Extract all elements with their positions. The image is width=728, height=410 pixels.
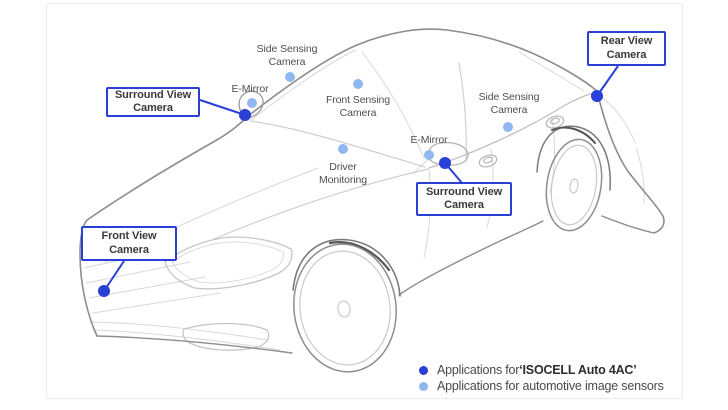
rear-wheel-arch bbox=[536, 125, 611, 191]
rear-arch-shadow bbox=[551, 126, 596, 144]
label-side-sensing-camera-right: Side Sensing Camera bbox=[478, 91, 540, 116]
label-e-mirror-right: E-Mirror bbox=[410, 134, 448, 146]
diagram-panel bbox=[46, 3, 683, 399]
legend: Applications for ‘ISOCELL Auto 4AC’ Appl… bbox=[419, 362, 664, 394]
label-e-mirror-left: E-Mirror bbox=[231, 83, 269, 95]
front-wheel bbox=[293, 243, 397, 373]
legend-text-prefix: Applications for bbox=[437, 363, 520, 377]
rear-wheel bbox=[545, 138, 603, 232]
left-side-mirror bbox=[238, 90, 264, 119]
callout-front-view-camera: Front View Camera bbox=[81, 226, 177, 261]
dot-side-sensing-right bbox=[503, 122, 513, 132]
front-arch-shadow bbox=[328, 241, 391, 272]
leader-lines bbox=[103, 65, 619, 292]
leader-rear-view bbox=[596, 65, 619, 97]
legend-dot-image-sensors-icon bbox=[419, 381, 428, 391]
dot-surround-view-right bbox=[439, 157, 451, 169]
dot-front-view bbox=[98, 285, 110, 297]
label-front-sensing-camera: Front Sensing Camera bbox=[325, 94, 391, 119]
dot-rear-view bbox=[591, 90, 603, 102]
legend-item-auto4ac: Applications for ‘ISOCELL Auto 4AC’ bbox=[419, 362, 664, 378]
dot-front-sensing bbox=[353, 79, 363, 89]
legend-item-image-sensors: Applications for automotive image sensor… bbox=[419, 378, 664, 394]
auto4ac-dots bbox=[98, 90, 603, 297]
legend-text: Applications for automotive image sensor… bbox=[437, 379, 664, 393]
dot-e-mirror-left bbox=[247, 98, 257, 108]
car-body-outline bbox=[79, 28, 665, 354]
headlight bbox=[164, 236, 293, 290]
callout-surround-view-camera-left: Surround View Camera bbox=[106, 87, 200, 117]
dot-side-sensing-left bbox=[285, 72, 295, 82]
front-wheel-arch bbox=[292, 238, 401, 297]
callout-rear-view-camera: Rear View Camera bbox=[587, 31, 666, 66]
dot-driver-monitoring bbox=[338, 144, 348, 154]
door-handles bbox=[478, 115, 565, 168]
label-driver-monitoring: Driver Monitoring bbox=[318, 161, 368, 186]
image-sensor-dots bbox=[247, 72, 513, 160]
fog-light bbox=[182, 322, 270, 351]
leader-front-view bbox=[103, 260, 125, 292]
leader-surround-view-left bbox=[199, 99, 246, 116]
legend-dot-auto4ac-icon bbox=[419, 365, 428, 375]
dot-e-mirror-right bbox=[424, 150, 434, 160]
legend-text-emphasis: ‘ISOCELL Auto 4AC’ bbox=[519, 363, 637, 377]
car-panel-lines bbox=[213, 62, 598, 240]
dot-surround-view-left bbox=[239, 109, 251, 121]
label-side-sensing-camera-left: Side Sensing Camera bbox=[256, 43, 318, 68]
callout-surround-view-camera-right: Surround View Camera bbox=[416, 182, 512, 216]
